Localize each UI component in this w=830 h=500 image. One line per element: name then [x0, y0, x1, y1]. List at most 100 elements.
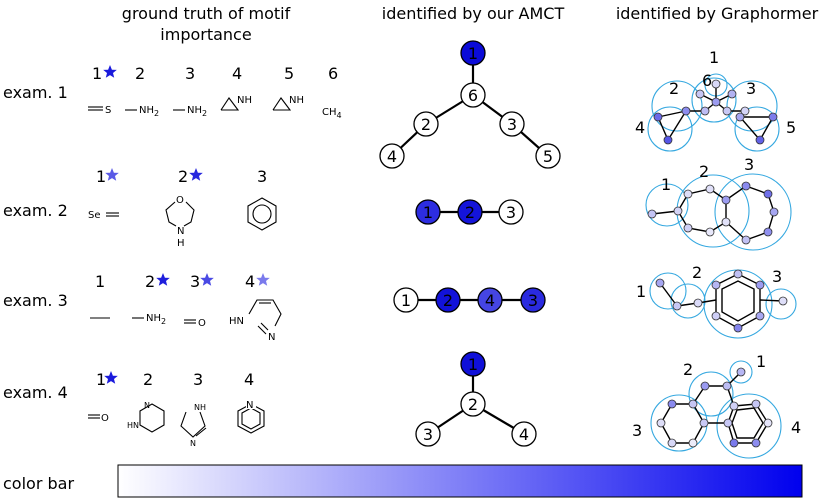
- exam3-motif-3-structure: O: [184, 318, 206, 329]
- amct-exam1-node-label: 3: [507, 115, 517, 134]
- header-graphormer: identified by Graphormer: [616, 4, 819, 23]
- amct-exam3-node: [477, 287, 503, 313]
- exam1-motif-2-formula: NH2: [139, 105, 159, 118]
- row-label-exam-3: exam. 3: [3, 291, 68, 310]
- exam1-motif-num-1: 1: [92, 64, 102, 83]
- amct-exam2-node: [415, 199, 441, 225]
- amct-exam3-node-label: 3: [528, 291, 538, 310]
- amct-exam1-node-label: 2: [421, 115, 431, 134]
- amct-exam4-node-label: 3: [423, 425, 433, 444]
- exam4-motif-3-n: N: [190, 439, 196, 448]
- exam3-motif-3-formula: O: [198, 318, 206, 329]
- row-label-exam-1: exam. 1: [3, 83, 68, 102]
- exam3-motif-num-3: 3: [190, 272, 200, 291]
- amct-exam4-node: [415, 421, 441, 447]
- amct-graph-exam-2: 1 2 3: [415, 199, 524, 225]
- graphormer-graph-exam-1: 1 2 6 3 4 5: [635, 48, 796, 152]
- star-icon: [156, 273, 170, 286]
- graphormer-exam2-label: 3: [744, 155, 754, 174]
- exam2-motif-num-1: 1: [96, 167, 106, 186]
- graphormer-exam1-label: 4: [635, 118, 645, 137]
- row-label-exam-2: exam. 2: [3, 201, 68, 220]
- star-icon: [105, 168, 119, 181]
- amct-exam2-node-label: 1: [423, 203, 433, 222]
- amct-exam3-node-label: 1: [401, 291, 411, 310]
- exam4-motif-num-2: 2: [143, 370, 153, 389]
- exam1-motif-5-structure: NH: [272, 95, 304, 111]
- exam1-motif-num-5: 5: [284, 64, 294, 83]
- exam1-motif-4-structure: NH: [220, 95, 252, 111]
- amct-exam1-node: [460, 82, 486, 108]
- exam1-motif-1-structure: S: [88, 105, 111, 116]
- exam4-motif-num-3: 3: [193, 370, 203, 389]
- oxygen-atom: O: [176, 195, 184, 206]
- row-label-exam-4: exam. 4: [3, 383, 68, 402]
- amct-exam2-node: [498, 199, 524, 225]
- exam2-motif-num-2: 2: [178, 167, 188, 186]
- graphormer-exam3-label: 2: [692, 263, 702, 282]
- exam1-motif-1-formula: S: [105, 105, 111, 116]
- exam4-motif-num-4: 4: [244, 370, 254, 389]
- amct-graph-exam-1: 1 6 2 3 4 5: [379, 40, 561, 169]
- graphormer-exam3-label: 3: [772, 267, 782, 286]
- exam4-motif-4-structure: N: [237, 399, 265, 434]
- exam1-motif-num-2: 2: [135, 64, 145, 83]
- star-icon: [189, 168, 203, 181]
- header-ground-truth-line2: importance: [160, 25, 251, 44]
- exam1-motif-3-formula: NH2: [187, 105, 207, 118]
- amct-exam1-node-label: 5: [543, 147, 553, 166]
- exam1-motif-2-structure: NH2: [125, 105, 159, 118]
- graphormer-exam4-label: 1: [756, 352, 766, 371]
- amct-exam1-node: [413, 111, 439, 137]
- exam3-motif-num-1: 1: [95, 272, 105, 291]
- exam2-motifs: 1 2 3 Se O N H: [88, 167, 277, 249]
- star-icon: [256, 273, 270, 286]
- amct-exam4-node: [460, 351, 486, 377]
- amct-exam2-node-label: 2: [465, 203, 475, 222]
- amct-exam1-node-label: 6: [468, 86, 478, 105]
- graphormer-graph-exam-4: 2 1 3 4: [632, 352, 801, 459]
- graphormer-graph-exam-2: 1 2 3: [645, 155, 792, 251]
- graphormer-exam2-label: 1: [661, 175, 671, 194]
- exam2-motif-num-3: 3: [257, 167, 267, 186]
- amct-exam2-node: [457, 199, 483, 225]
- exam3-motif-num-2: 2: [145, 272, 155, 291]
- amct-exam2-node-label: 3: [506, 203, 516, 222]
- graphormer-exam1-label: 6: [702, 71, 712, 90]
- star-icon: [104, 371, 118, 384]
- exam1-motif-4-formula: NH: [237, 95, 252, 106]
- amct-graph-exam-3: 1 2 4 3: [393, 287, 546, 313]
- graphormer-exam4-label: 2: [683, 360, 693, 379]
- star-icon: [200, 273, 214, 286]
- amct-exam1-node: [460, 40, 486, 66]
- colorbar-label: color bar: [3, 474, 74, 493]
- exam4-motif-4-n: N: [246, 400, 253, 411]
- amct-exam1-node-label: 1: [468, 44, 478, 63]
- graphormer-exam1-label: 5: [786, 118, 796, 137]
- graphormer-exam4-label: 3: [632, 421, 642, 440]
- colorbar-gradient: [117, 464, 803, 498]
- exam4-motif-num-1: 1: [96, 370, 106, 389]
- exam4-motifs: 1 2 3 4 O N HN NH N N: [88, 370, 265, 448]
- graphormer-graph-exam-3: 1 2 3: [636, 263, 797, 339]
- exam4-motif-3-nh: NH: [194, 403, 206, 412]
- amct-exam3-node: [520, 287, 546, 313]
- hydrogen-atom: H: [177, 238, 185, 249]
- exam3-motif-4-n: N: [268, 332, 275, 343]
- amct-exam3-node: [393, 287, 419, 313]
- graphormer-exam1-label: 3: [746, 79, 756, 98]
- nitrogen-atom: N: [177, 226, 184, 237]
- exam1-motifs: 1 2 3 4 5 6 S NH2 NH2 NH NH: [88, 64, 342, 120]
- header-ground-truth: ground truth of motif: [122, 4, 291, 23]
- amct-graph-exam-4: 1 2 3 4: [415, 351, 537, 447]
- amct-exam3-node-label: 4: [485, 291, 495, 310]
- exam3-motif-4-hn: HN: [229, 316, 244, 327]
- amct-exam4-node-label: 1: [468, 355, 478, 374]
- amct-exam1-node: [379, 143, 405, 169]
- amct-exam4-node-label: 4: [519, 425, 529, 444]
- exam4-motif-1-structure: O: [88, 413, 109, 424]
- graphormer-exam2-label: 2: [699, 162, 709, 181]
- exam4-motif-2-nh-top: N: [144, 401, 150, 410]
- exam2-motif-1-formula: Se: [88, 210, 101, 221]
